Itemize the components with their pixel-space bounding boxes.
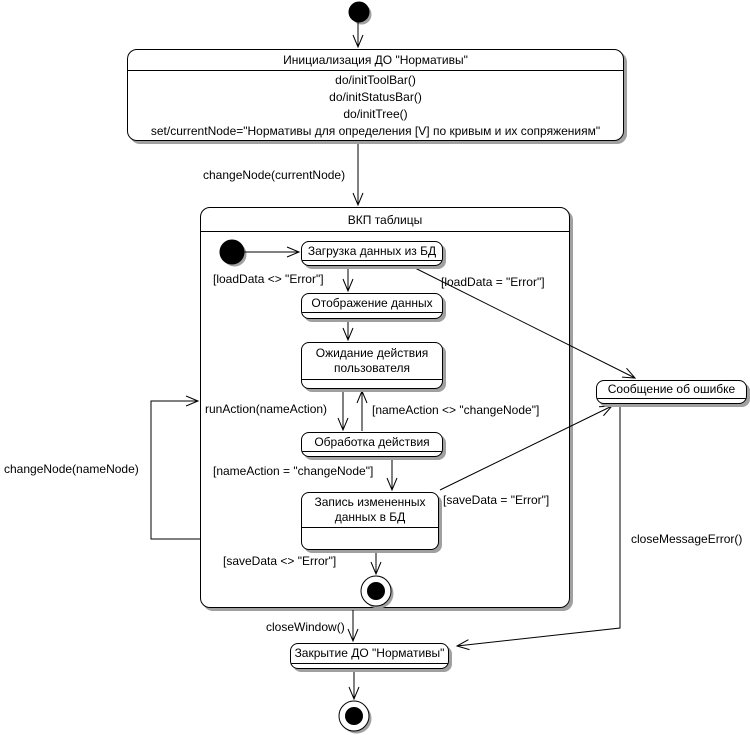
state-init-label: Инициализация ДО "Нормативы" <box>283 53 468 67</box>
init-action-statusbar: do/initStatusBar() <box>329 90 422 104</box>
state-init-title: Инициализация ДО "Нормативы" <box>128 50 623 71</box>
initial-state-icon <box>348 1 370 23</box>
composite-state-title: ВКП таблицы <box>201 208 569 232</box>
state-save-data-strip <box>302 528 438 549</box>
state-load-data-strip <box>302 261 442 265</box>
label-name-action-eq: [nameAction = "changeNode"] <box>213 464 374 478</box>
state-display-data-label: Отображение данных <box>311 295 433 310</box>
state-close-do-strip <box>291 664 448 668</box>
state-error-message: Сообщение об ошибке <box>596 380 747 404</box>
state-process-action-label: Обработка действия <box>314 434 430 449</box>
label-change-node-name: changeNode(nameNode) <box>4 462 139 476</box>
final-state-shadow <box>341 703 372 734</box>
state-wait-user-label: Ожидание действия пользователя <box>315 346 429 375</box>
state-init-actions: do/initToolBar() do/initStatusBar() do/i… <box>128 71 623 140</box>
label-load-error: [loadData = "Error"] <box>441 275 545 289</box>
label-close-message-error: closeMessageError() <box>631 532 743 546</box>
init-action-toolbar: do/initToolBar() <box>335 73 416 87</box>
state-save-data-label: Запись измененных данных в БД <box>314 495 426 524</box>
state-init-do-normativy: Инициализация ДО "Нормативы" do/initTool… <box>127 49 624 141</box>
initial-state-shadow <box>351 4 372 25</box>
label-save-ok: [saveData <> "Error"] <box>223 554 337 568</box>
final-state-icon <box>338 700 370 732</box>
state-display-data: Отображение данных <box>301 293 443 319</box>
state-close-do: Закрытие ДО "Нормативы" <box>290 643 449 669</box>
label-run-action: runAction(nameAction) <box>205 402 328 416</box>
final-state-dot <box>345 707 363 725</box>
label-close-window: closeWindow() <box>266 620 345 634</box>
label-save-error: [saveData = "Error"] <box>443 493 550 507</box>
state-load-data-label: Загрузка данных из БД <box>307 243 437 258</box>
transition-change-node-loop <box>150 395 200 540</box>
state-display-data-strip <box>302 313 442 318</box>
init-action-tree: do/initTree() <box>343 107 408 121</box>
state-process-action-strip <box>302 452 442 456</box>
state-load-data: Загрузка данных из БД <box>301 241 443 266</box>
composite-state-label: ВКП таблицы <box>347 212 423 227</box>
label-name-action-neq: [nameAction <> "changeNode"] <box>372 403 540 417</box>
state-save-data: Запись измененных данных в БД <box>301 492 439 550</box>
state-wait-user: Ожидание действия пользователя <box>301 342 443 389</box>
label-change-node-current: changeNode(currentNode) <box>203 168 346 182</box>
label-load-ok: [loadData <> "Error"] <box>213 272 324 286</box>
state-close-do-label: Закрытие ДО "Нормативы" <box>294 646 445 660</box>
state-wait-user-strip <box>302 380 442 388</box>
state-error-message-strip <box>597 399 746 403</box>
state-process-action: Обработка действия <box>301 432 443 457</box>
init-action-current-node: set/currentNode="Нормативы для определен… <box>150 124 601 138</box>
state-error-message-label: Сообщение об ошибке <box>607 382 736 396</box>
